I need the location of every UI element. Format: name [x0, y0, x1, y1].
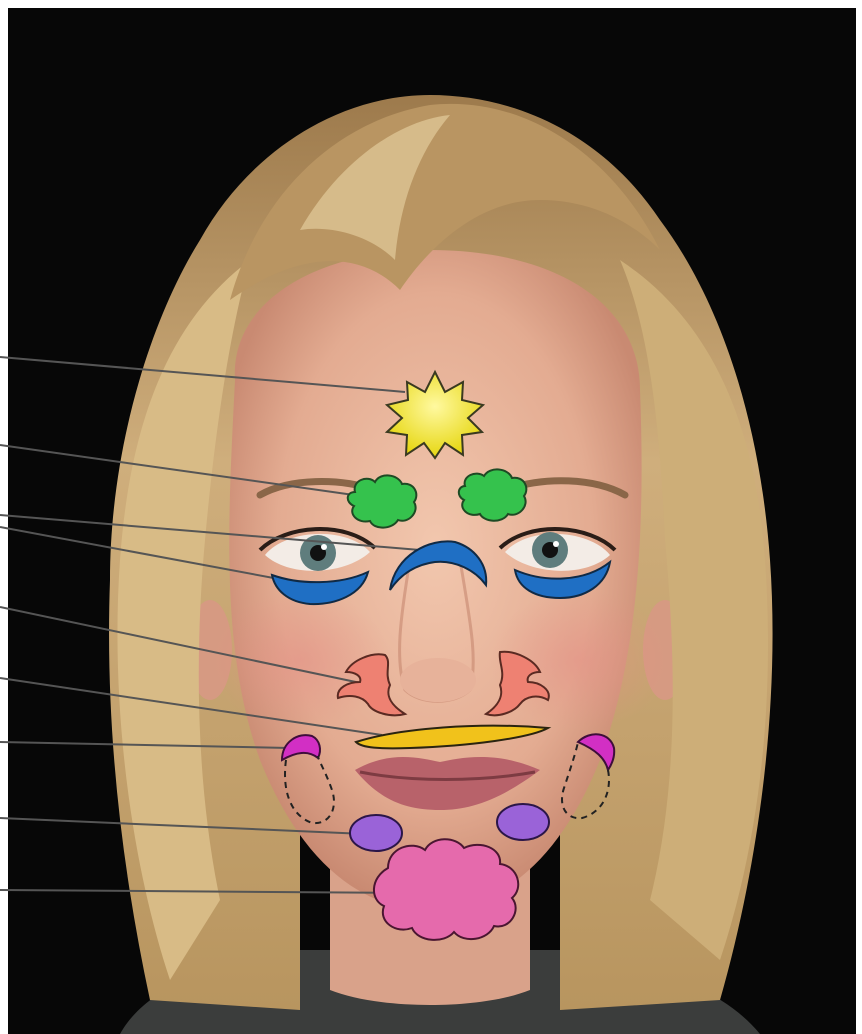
marker-brow-blob-left — [348, 475, 417, 527]
right-margin — [856, 0, 862, 1034]
marker-chin-dot-left — [350, 815, 402, 851]
marker-brow-blob-right — [459, 469, 527, 520]
marker-chin-dot-right — [497, 804, 549, 840]
nose-tip — [400, 658, 476, 702]
marker-chin-cloud — [374, 839, 518, 940]
